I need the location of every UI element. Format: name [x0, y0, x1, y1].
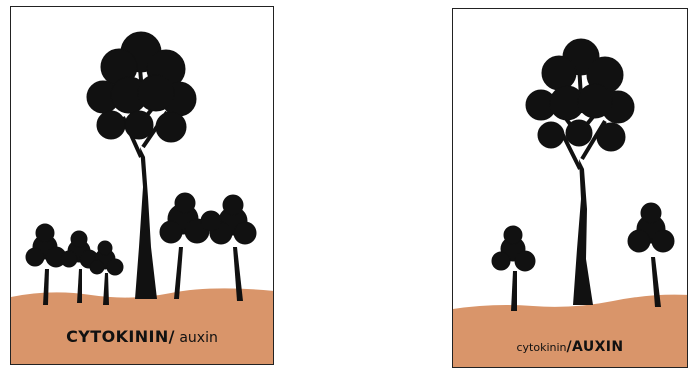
caption-upper: CYTOKININ/: [66, 327, 175, 346]
small-tree-icon: [201, 195, 256, 301]
caption-upper: /AUXIN: [567, 339, 624, 355]
small-tree-icon: [160, 193, 209, 299]
panel-left-drawing: [11, 7, 274, 365]
panel-left-caption: CYTOKININ/ auxin: [11, 327, 273, 346]
small-tree-icon: [628, 203, 674, 307]
panel-right-drawing: [453, 9, 688, 368]
small-tree-icon: [90, 241, 123, 305]
caption-lower: auxin: [175, 330, 218, 346]
caption-lower: cytokinin: [516, 341, 566, 354]
small-tree-icon: [492, 226, 535, 311]
panel-right-caption: cytokinin/AUXIN: [453, 336, 687, 355]
tall-tree-icon: [526, 39, 634, 305]
soil: [453, 295, 688, 368]
panel-cytokinin-high: CYTOKININ/ auxin: [10, 6, 274, 365]
panel-auxin-high: cytokinin/AUXIN: [452, 8, 688, 368]
